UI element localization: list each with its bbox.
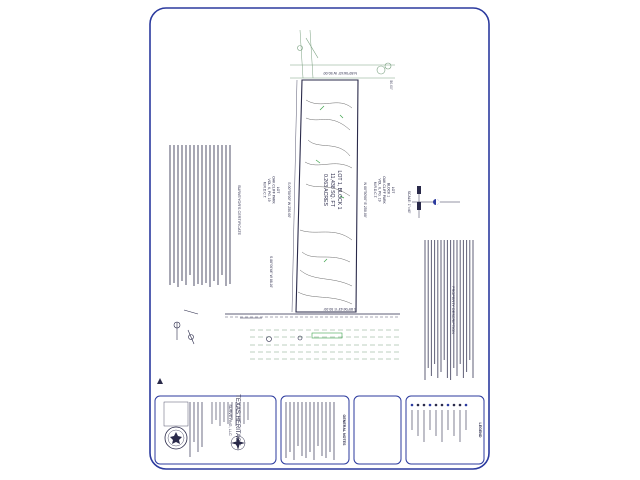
company-subname: SURVEYING, LLC — [228, 404, 232, 436]
bearing-bottom-left: S 88°06'44" W 88.16' — [269, 256, 273, 288]
adjacent-lot-label-line: OAK CLIFF PARK — [271, 176, 275, 204]
adjacent-lot-label-line: LOT — [276, 187, 280, 194]
legend-symbol-icon — [434, 403, 438, 407]
legend-symbol-icon — [458, 403, 462, 407]
lot-left-inner — [291, 79, 298, 313]
top-right-trees — [297, 37, 392, 75]
legend-symbol-icon — [464, 403, 468, 407]
legend-symbol-icon — [416, 403, 420, 407]
bearing-left: S 00°50'00" W 250.00' — [287, 182, 291, 218]
company-name: TEXAS HERITAGE — [234, 394, 240, 446]
legend-symbol-icon — [452, 403, 456, 407]
legend-symbol-icon — [422, 403, 426, 407]
adjacent-lot-label-line: M.R.D.C.T. — [373, 182, 377, 199]
contours — [297, 99, 353, 305]
title-block: TEXAS HERITAGE SURVEYING, LLC GENERAL NO… — [154, 394, 485, 465]
legend-symbol-icon — [410, 403, 414, 407]
legend-symbol-icon — [428, 403, 432, 407]
lot-area-sqft: 11,438 SQ. FT — [329, 173, 335, 207]
adjacent-lot-label-line: OAK CLIFF PARK — [382, 176, 386, 204]
legend-symbol-icon — [440, 403, 444, 407]
utility-symbols — [173, 309, 303, 345]
green-markers — [315, 105, 345, 263]
general-notes-box — [280, 395, 350, 465]
company-logo: TEXAS HERITAGE SURVEYING, LLC — [228, 394, 240, 446]
adjacent-lot-label-line: M.R.D.C.T. — [262, 182, 266, 199]
adjacent-lot-label-line: VOL. 6, PG. 19 — [378, 179, 382, 202]
bearing-top-right-end: 50.00' — [389, 80, 393, 89]
adjacent-lot-label-line: VOL. 6, PG. 19 — [267, 179, 271, 202]
bearing-top: N 89°06'43" W 50.00' — [323, 71, 357, 75]
adjacent-lot-label-line: BLOCK 1 — [387, 183, 391, 197]
lot-boundary — [295, 79, 359, 313]
legend-heading: LEGEND — [478, 423, 482, 438]
surveyors-certificate: SURVEYOR'S CERTIFICATE — [169, 145, 241, 287]
property-description-heading: PROPERTY DESCRIPTION — [451, 286, 455, 334]
scale-label: SCALE: 1"=40' — [407, 191, 411, 214]
lot-label: LOT 1, BLOCK 1 11,438 SQ. FT 0.263 ACRES — [322, 170, 342, 209]
certificate-heading: SURVEYOR'S CERTIFICATE — [237, 185, 241, 236]
drawing-area: N 89°06'43" W 50.00' 50.00' N 00°50'00" … — [157, 29, 474, 384]
sheet-border — [149, 7, 490, 470]
street-bottom — [225, 313, 400, 360]
legend-symbol-icon — [446, 403, 450, 407]
property-description: PROPERTY DESCRIPTION — [424, 240, 474, 380]
general-notes-heading: GENERAL NOTES — [342, 415, 346, 446]
north-arrow: SCALE: 1"=40' — [407, 186, 460, 218]
legend-box — [405, 395, 485, 465]
lot-area-acres: 0.263 ACRES — [322, 174, 328, 207]
adjacent-lot-label-line: LOT — [391, 187, 395, 194]
lot-title: LOT 1, BLOCK 1 — [336, 170, 342, 209]
bearing-bottom: S 89°06'43" E 50.00' — [323, 307, 356, 311]
north-marker-small — [157, 378, 163, 384]
bearing-right: N 00°50'00" E 250.00' — [363, 182, 367, 217]
street-top — [290, 29, 395, 79]
blank-box — [353, 395, 402, 465]
surveyor-seal — [164, 426, 188, 450]
